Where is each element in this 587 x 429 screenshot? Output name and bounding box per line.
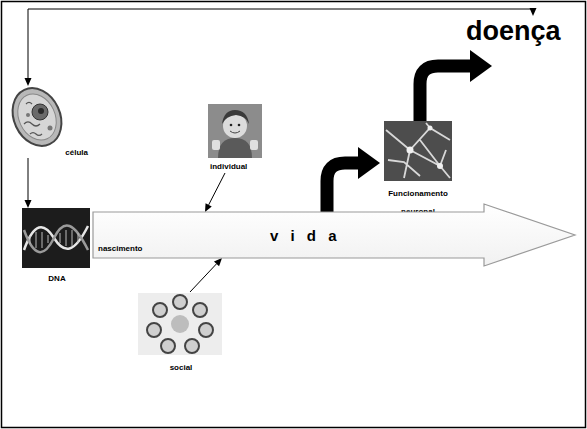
group-center [171,315,189,333]
person-body [218,138,252,158]
cell-organelle [26,113,30,117]
connector [25,8,537,86]
dna-strand [24,226,88,253]
photo-background [138,293,222,355]
thumb-up [250,140,258,150]
picture-node: DNA [22,208,92,284]
dna-background [22,208,90,268]
dna-strand [24,226,88,250]
cell-picture [3,80,70,154]
connector [327,147,380,212]
node-label: DNA [22,274,92,284]
arrow-text: v i d a [270,228,341,243]
arrowhead [358,147,380,179]
neuron-background [384,121,452,181]
person-eye [230,124,233,127]
person-head [193,303,207,317]
cell-membrane [3,80,70,154]
picture-node: Funcionamento neuronal [380,121,456,221]
life-arrow: v i d a [92,203,577,267]
node-label: individual [210,162,266,172]
cell-nucleus [32,104,48,120]
arrow-shape [93,204,575,266]
thin-arrow [28,158,29,200]
neuron-body [437,163,443,169]
thumb-up [212,140,220,150]
arrowhead [205,203,212,212]
neuron-body [407,147,414,154]
thin-arrow [209,173,225,205]
connector [190,258,222,292]
person-eye [238,124,241,127]
cell-organelles [24,103,42,136]
person-head [185,339,199,353]
person-head [161,339,175,353]
cell-cytoplasm [11,88,64,147]
free-label: nascimento [98,244,142,254]
person-smile [230,131,240,133]
feedback-line [28,8,533,78]
picture-node: célula [10,86,88,158]
neuron-fibers [386,123,450,178]
node-label: célula [10,148,88,158]
arrowhead [25,78,32,86]
neuron-picture [384,121,452,181]
connector [205,173,225,212]
picture-node: social [136,293,226,373]
outcome-heading: doença [466,18,561,45]
cell-nucleolus [38,108,44,114]
person-head [199,323,213,337]
connector [420,50,492,121]
person-head [147,323,161,337]
thick-bent-arrow [420,66,471,121]
node-label: social [136,363,226,373]
social-photo [138,293,222,355]
arrowhead [530,8,537,16]
dna-picture [22,208,90,268]
neuron-body [428,126,433,131]
individual-photo [208,104,262,158]
thick-bent-arrow [327,163,359,212]
thin-arrow [190,264,217,292]
arrowhead [25,200,32,208]
cell-organelle [48,126,53,131]
photo-background [208,104,262,158]
picture-node: individual [206,104,266,172]
connector [25,158,32,208]
node-label: doença [466,18,561,45]
person-head [153,303,167,317]
dna-rungs [30,230,78,248]
person-hair [222,110,249,124]
arrowhead [214,258,222,266]
arrowhead [470,50,492,82]
person-head [173,295,187,309]
